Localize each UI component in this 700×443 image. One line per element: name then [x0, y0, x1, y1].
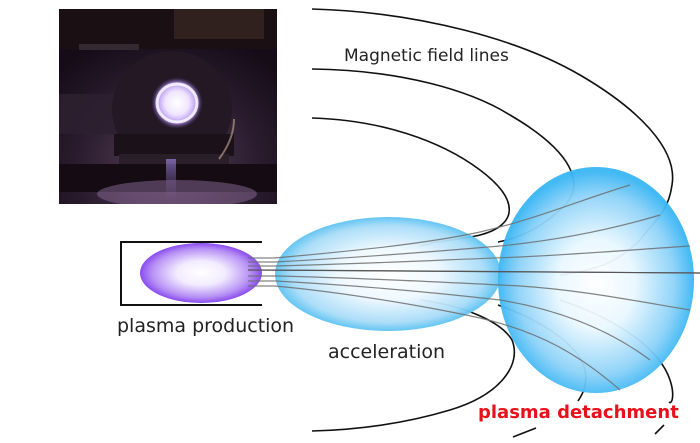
acceleration-label: acceleration — [328, 341, 445, 363]
thruster-chamber — [120, 241, 262, 306]
detachment-label: plasma detachment — [478, 402, 679, 423]
production-plasma — [140, 243, 262, 303]
detachment-plasma — [498, 167, 694, 393]
field-lines-label: Magnetic field lines — [344, 46, 509, 66]
acceleration-plasma — [275, 217, 501, 331]
thruster-photo-image — [59, 9, 277, 204]
inner-field-lines — [248, 184, 700, 391]
axis-line — [247, 269, 700, 274]
field-line-bottom-1 — [311, 299, 516, 432]
production-label: plasma production — [117, 315, 294, 337]
field-line-stub-1 — [512, 427, 537, 438]
thruster-photo — [59, 9, 277, 204]
field-line-stub-2 — [654, 424, 665, 435]
